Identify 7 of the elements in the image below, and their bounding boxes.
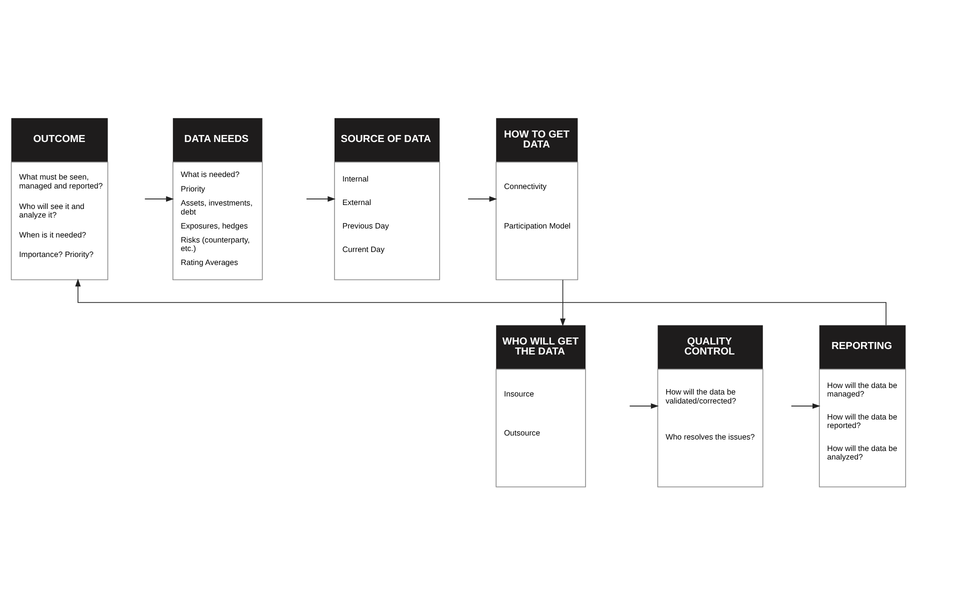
arrow <box>560 280 566 326</box>
arrow <box>629 403 659 409</box>
arrow <box>75 278 886 326</box>
arrow <box>144 196 174 202</box>
arrow <box>790 403 820 409</box>
arrow <box>468 196 498 202</box>
arrow <box>306 196 336 202</box>
